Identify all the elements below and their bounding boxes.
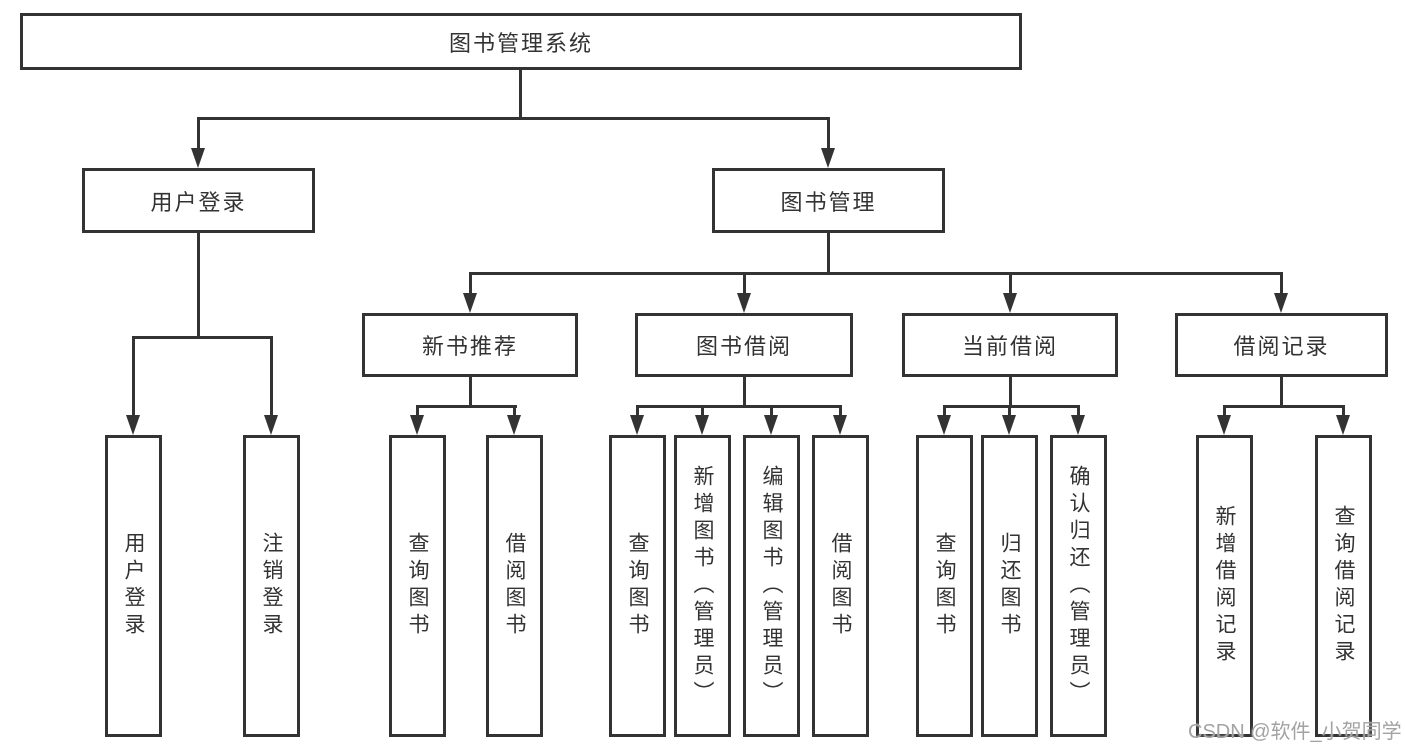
- leaf-borrow-books: 借阅图书: [812, 435, 869, 737]
- connector-line: [1342, 405, 1345, 417]
- node-label: 图书管理: [780, 189, 877, 215]
- leaf-add-borrow-record: 新增借阅记录: [1196, 435, 1253, 737]
- arrowhead-icon: [630, 415, 644, 435]
- leaf-add-books-admin: 新增图书（管理员）: [674, 435, 731, 737]
- leaf-label: 借阅图书: [829, 532, 852, 640]
- connector-line: [743, 272, 746, 295]
- leaf-label: 用户登录: [122, 532, 145, 640]
- connector-line: [1009, 272, 1012, 295]
- leaf-label: 归还图书: [998, 532, 1021, 640]
- node-label: 用户登录: [150, 189, 247, 215]
- arrowhead-icon: [1002, 415, 1016, 435]
- arrowhead-icon: [126, 415, 140, 435]
- connector-line: [943, 405, 1080, 408]
- arrowhead-icon: [1071, 415, 1085, 435]
- leaf-logout: 注销登录: [243, 435, 300, 737]
- node-book-borrow: 图书借阅: [635, 313, 853, 377]
- connector-line: [132, 336, 135, 417]
- leaf-label: 新增借阅记录: [1213, 505, 1236, 667]
- leaf-label: 查询图书: [626, 532, 649, 640]
- arrowhead-icon: [1274, 293, 1288, 313]
- leaf-label: 新增图书（管理员）: [691, 464, 714, 708]
- arrowhead-icon: [833, 415, 847, 435]
- arrowhead-icon: [821, 148, 835, 168]
- connector-line: [469, 272, 472, 295]
- connector-line: [701, 405, 704, 417]
- leaf-borrow-books-recommend: 借阅图书: [486, 435, 543, 737]
- arrowhead-icon: [507, 415, 521, 435]
- connector-line: [1077, 405, 1080, 417]
- connector-line: [636, 405, 639, 417]
- connector-line: [469, 377, 472, 407]
- leaf-query-books-recommend: 查询图书: [389, 435, 446, 737]
- connector-line: [132, 336, 273, 339]
- leaf-label: 借阅图书: [503, 532, 526, 640]
- arrowhead-icon: [1217, 415, 1231, 435]
- node-label: 图书借阅: [695, 334, 792, 359]
- node-current-borrow: 当前借阅: [902, 313, 1118, 377]
- node-label: 当前借阅: [961, 334, 1058, 359]
- leaf-label: 编辑图书（管理员）: [760, 464, 783, 708]
- connector-line: [416, 405, 517, 408]
- node-borrow-records: 借阅记录: [1175, 313, 1388, 377]
- connector-line: [770, 405, 773, 417]
- leaf-query-borrow-record: 查询借阅记录: [1315, 435, 1372, 737]
- arrowhead-icon: [1336, 415, 1350, 435]
- connector-line: [1223, 405, 1345, 408]
- connector-line: [519, 70, 522, 118]
- connector-line: [839, 405, 842, 417]
- node-book-management: 图书管理: [712, 168, 945, 233]
- leaf-return-books: 归还图书: [981, 435, 1038, 737]
- node-new-book-recommend: 新书推荐: [362, 313, 578, 377]
- connector-line: [1280, 377, 1283, 407]
- connector-line: [943, 405, 946, 417]
- arrowhead-icon: [463, 293, 477, 313]
- leaf-confirm-return-admin: 确认归还（管理员）: [1050, 435, 1107, 737]
- leaf-label: 查询图书: [406, 532, 429, 640]
- connector-line: [270, 336, 273, 417]
- arrowhead-icon: [695, 415, 709, 435]
- connector-line: [1009, 377, 1012, 407]
- leaf-edit-books-admin: 编辑图书（管理员）: [743, 435, 800, 737]
- connector-line: [827, 233, 830, 275]
- arrowhead-icon: [937, 415, 951, 435]
- connector-line: [469, 272, 1283, 275]
- connector-line: [827, 117, 830, 150]
- leaf-user-login: 用户登录: [105, 435, 162, 737]
- leaf-query-books-borrow: 查询图书: [609, 435, 666, 737]
- watermark: CSDN @软件_小贺同学: [1188, 721, 1402, 743]
- connector-line: [743, 377, 746, 407]
- arrowhead-icon: [264, 415, 278, 435]
- connector-line: [1280, 272, 1283, 295]
- arrowhead-icon: [191, 148, 205, 168]
- node-label: 图书管理系统: [448, 30, 593, 56]
- leaf-label: 注销登录: [260, 532, 283, 640]
- connector-line: [416, 405, 419, 417]
- connector-line: [636, 405, 842, 408]
- node-label: 新书推荐: [421, 334, 518, 359]
- connector-line: [1008, 405, 1011, 417]
- connector-line: [1223, 405, 1226, 417]
- node-label: 借阅记录: [1233, 334, 1330, 359]
- arrowhead-icon: [737, 293, 751, 313]
- arrowhead-icon: [410, 415, 424, 435]
- connector-line: [197, 117, 830, 120]
- connector-line: [513, 405, 516, 417]
- leaf-label: 查询借阅记录: [1332, 505, 1355, 667]
- arrowhead-icon: [764, 415, 778, 435]
- node-library-system: 图书管理系统: [20, 13, 1022, 70]
- leaf-query-books-current: 查询图书: [916, 435, 973, 737]
- connector-line: [197, 233, 200, 339]
- node-user-login: 用户登录: [82, 168, 315, 233]
- arrowhead-icon: [1003, 293, 1017, 313]
- leaf-label: 确认归还（管理员）: [1067, 464, 1090, 708]
- leaf-label: 查询图书: [933, 532, 956, 640]
- connector-line: [197, 117, 200, 150]
